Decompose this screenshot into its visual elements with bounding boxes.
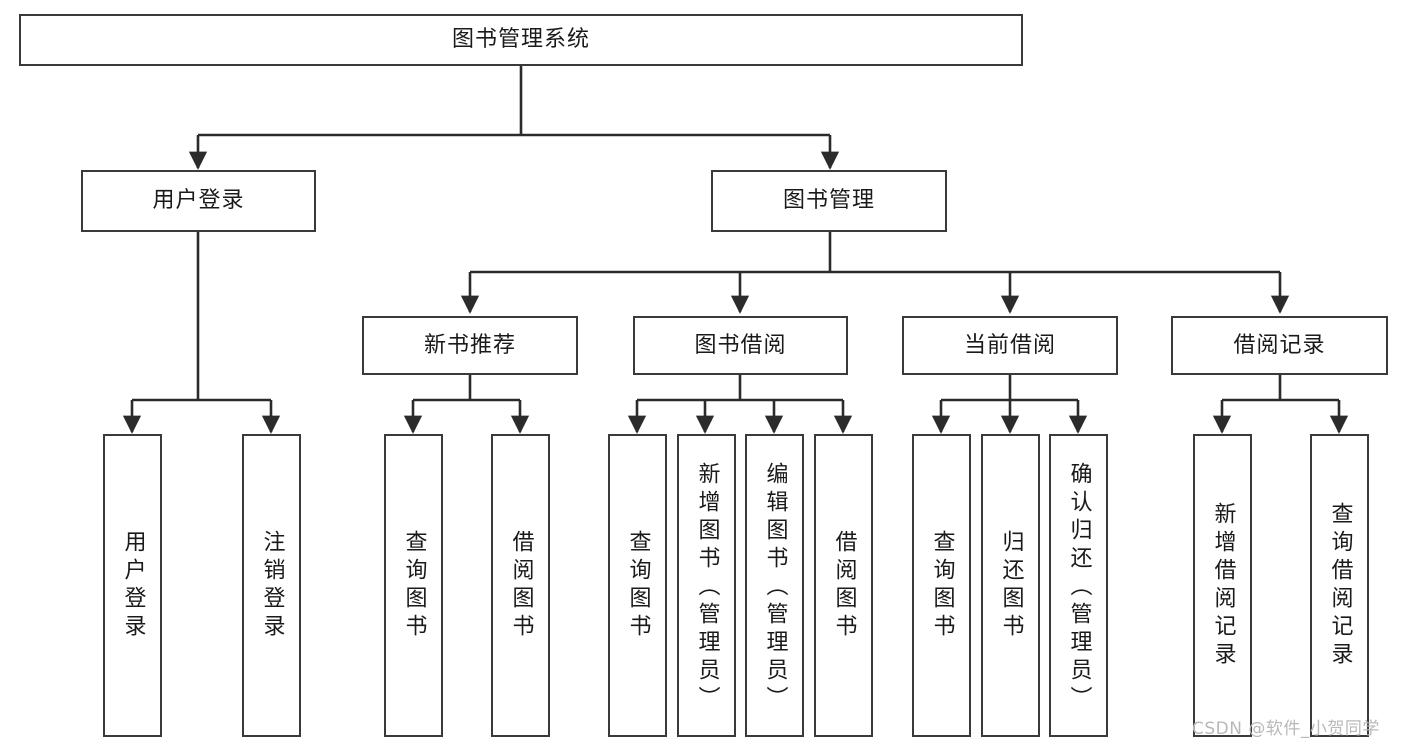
node-label: 查询图书 [401, 529, 427, 642]
node-label: 查询图书 [625, 529, 651, 642]
node-book-management[interactable]: 图书管理 [711, 170, 947, 232]
node-leaf-query-book-current[interactable]: 查询图书 [912, 434, 971, 737]
node-label: 查询图书 [929, 529, 955, 642]
node-label: 新书推荐 [423, 332, 516, 358]
node-leaf-add-borrow-record[interactable]: 新增借阅记录 [1193, 434, 1252, 737]
node-label: 借阅记录 [1233, 332, 1326, 358]
node-label: 注销登录 [259, 529, 285, 642]
node-leaf-logout[interactable]: 注销登录 [242, 434, 301, 737]
node-leaf-query-borrow-record[interactable]: 查询借阅记录 [1310, 434, 1369, 737]
node-book-borrow[interactable]: 图书借阅 [633, 316, 848, 375]
node-label: 当前借阅 [963, 332, 1056, 358]
node-leaf-return-book[interactable]: 归还图书 [981, 434, 1040, 737]
node-label: 借阅图书 [831, 529, 857, 642]
node-leaf-add-book-admin[interactable]: 新增图书（管理员） [677, 434, 736, 737]
node-leaf-borrow-book-borrow[interactable]: 借阅图书 [814, 434, 873, 737]
node-current-borrow[interactable]: 当前借阅 [902, 316, 1118, 375]
node-leaf-borrow-book-newbook[interactable]: 借阅图书 [491, 434, 550, 737]
node-label: 新增图书（管理员） [694, 462, 720, 714]
node-label: 用户登录 [120, 529, 146, 642]
node-user-login[interactable]: 用户登录 [81, 170, 316, 232]
node-root-system[interactable]: 图书管理系统 [19, 14, 1023, 66]
node-leaf-user-login[interactable]: 用户登录 [103, 434, 162, 737]
node-borrow-record[interactable]: 借阅记录 [1171, 316, 1388, 375]
node-label: 图书管理系统 [451, 27, 590, 53]
node-label: 图书管理 [782, 188, 875, 214]
node-label: 图书借阅 [694, 332, 787, 358]
node-leaf-confirm-return-admin[interactable]: 确认归还（管理员） [1049, 434, 1108, 737]
node-label: 归还图书 [998, 529, 1024, 642]
node-new-book-recommend[interactable]: 新书推荐 [362, 316, 578, 375]
node-label: 用户登录 [152, 188, 245, 214]
csdn-watermark: CSDN @软件_小贺同学 [1192, 719, 1380, 739]
node-label: 借阅图书 [508, 529, 534, 642]
node-label: 查询借阅记录 [1327, 501, 1353, 670]
node-leaf-query-book-newbook[interactable]: 查询图书 [384, 434, 443, 737]
node-label: 编辑图书（管理员） [762, 462, 788, 714]
node-leaf-edit-book-admin[interactable]: 编辑图书（管理员） [745, 434, 804, 737]
node-leaf-query-book-borrow[interactable]: 查询图书 [608, 434, 667, 737]
node-label: 新增借阅记录 [1210, 501, 1236, 670]
node-label: 确认归还（管理员） [1066, 462, 1092, 714]
